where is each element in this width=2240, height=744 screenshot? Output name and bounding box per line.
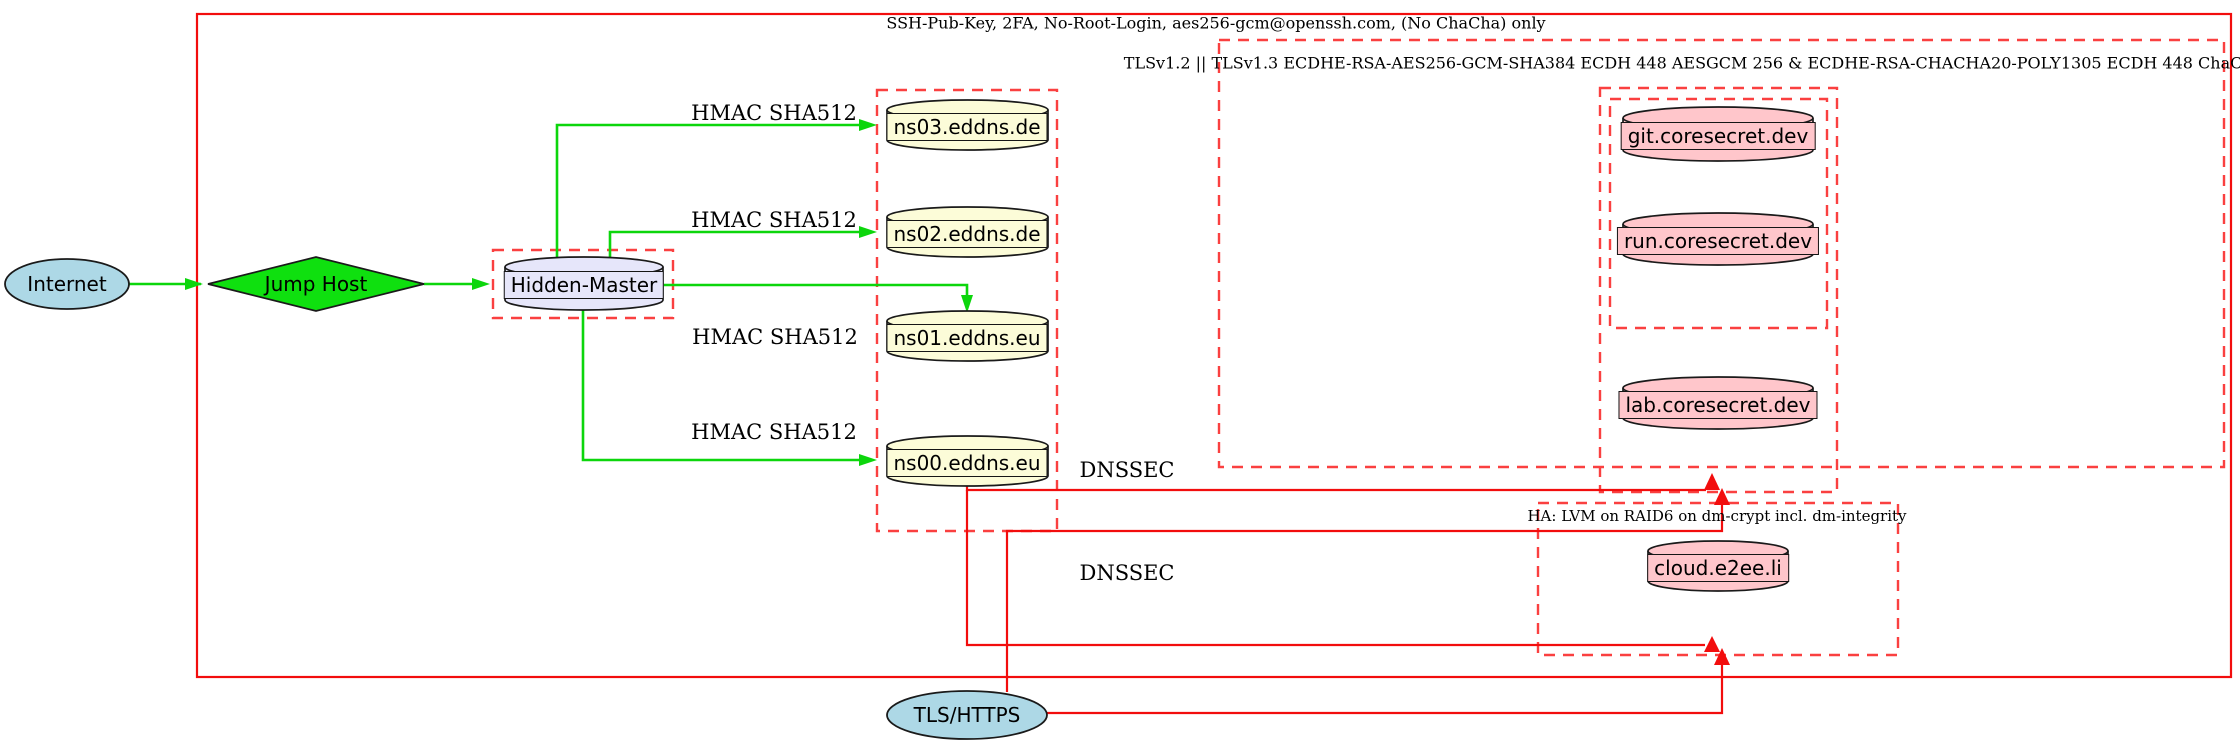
node-jumphost-label: Jump Host <box>264 272 368 296</box>
arrowhead-ha-a <box>1704 636 1720 652</box>
cluster-tls-box <box>1217 38 2226 469</box>
edge-label-dnssec-1: DNSSEC <box>1079 458 1175 482</box>
arrowhead-ns03 <box>859 119 877 131</box>
node-ns02-label: ns02.eddns.de <box>886 220 1048 248</box>
edge-label-dnssec-2: DNSSEC <box>1079 561 1175 585</box>
green-arrowheads <box>185 119 973 466</box>
node-hiddenmaster-label: Hidden-Master <box>503 271 665 299</box>
edge-dnssec-coresecret <box>965 483 1706 492</box>
edge-tlshttps-coresecret <box>1005 505 1724 692</box>
node-tlshttps-shape <box>886 690 1048 740</box>
cluster-ha-label: HA: LVM on RAID6 on dm-crypt incl. dm-in… <box>1527 507 1907 525</box>
edge-label-hmac-ns02: HMAC SHA512 <box>691 208 857 232</box>
arrowhead-ha-b <box>1714 648 1730 665</box>
node-lab-label: lab.coresecret.dev <box>1618 391 1818 419</box>
node-internet-shape <box>4 258 130 310</box>
red-arrowheads <box>1704 473 1730 665</box>
cluster-coresecret-outer-box <box>1598 86 1839 494</box>
edge-tlshttps-ha <box>1047 665 1724 715</box>
edge-hiddenmaster-ns00 <box>581 309 860 462</box>
node-git-label: git.coresecret.dev <box>1620 122 1816 150</box>
edge-label-hmac-ns00: HMAC SHA512 <box>691 420 857 444</box>
node-cloud-label: cloud.e2ee.li <box>1647 554 1789 582</box>
node-tlshttps-label: TLS/HTTPS <box>913 703 1021 727</box>
arrowhead-ns02 <box>859 226 877 238</box>
edge-label-hmac-ns01: HMAC SHA512 <box>692 325 858 349</box>
arrowhead-ns00 <box>859 454 877 466</box>
edge-hiddenmaster-ns02 <box>608 230 860 263</box>
cluster-ssh-box <box>195 12 2233 679</box>
node-internet-label: Internet <box>27 272 107 296</box>
node-ns03-label: ns03.eddns.de <box>886 113 1048 141</box>
arrowhead-hiddenmaster <box>472 278 490 290</box>
node-jumphost-shape <box>207 256 425 312</box>
arrowhead-jumphost <box>185 278 203 290</box>
arrowhead-coresecret-a <box>1704 473 1720 490</box>
node-ns01-label: ns01.eddns.eu <box>886 324 1048 352</box>
cluster-coresecret-inner-box <box>1608 97 1829 330</box>
cluster-ssh-label: SSH-Pub-Key, 2FA, No-Root-Login, aes256-… <box>886 13 1546 33</box>
edge-label-hmac-ns03: HMAC SHA512 <box>691 101 857 125</box>
node-ns00-label: ns00.eddns.eu <box>886 449 1048 477</box>
cluster-tls-label: TLSv1.2 || TLSv1.3 ECDHE-RSA-AES256-GCM-… <box>1123 53 2240 73</box>
node-run-label: run.coresecret.dev <box>1616 227 1820 255</box>
edge-hiddenmaster-ns03 <box>555 123 860 263</box>
edge-hiddenmaster-ns01 <box>663 283 969 296</box>
arrowhead-coresecret-b <box>1714 488 1730 505</box>
arrowhead-ns01 <box>961 295 973 313</box>
edge-dnssec-ha <box>965 490 1705 647</box>
